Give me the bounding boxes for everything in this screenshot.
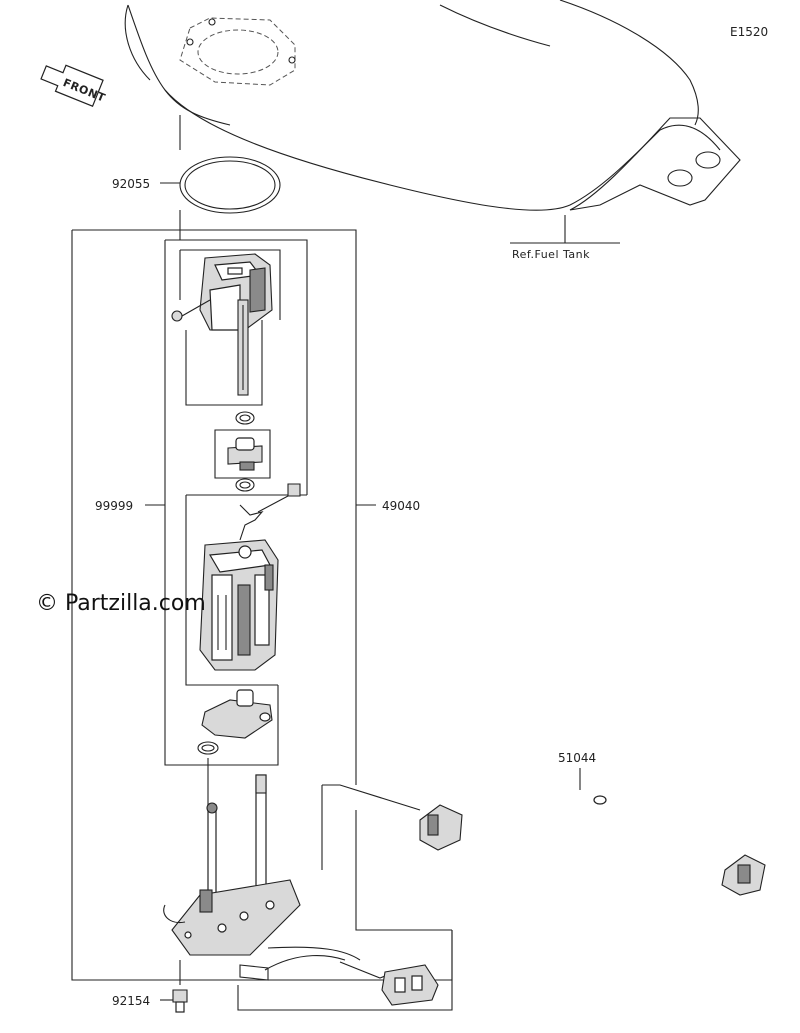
callout-49040: 49040 <box>382 499 420 513</box>
bolt-icon <box>257 483 301 513</box>
reference-label: Ref.Fuel Tank <box>512 248 590 261</box>
fuel-pump-module <box>199 539 279 671</box>
bolt-92154-icon <box>172 989 188 1013</box>
callout-99999: 99999 <box>95 499 133 513</box>
pump-filter-base <box>201 689 273 739</box>
pump-mounting-plate <box>163 774 361 981</box>
o-ring-small-mid <box>235 478 255 492</box>
screw-icon <box>171 299 211 322</box>
bracket-99999 <box>164 239 308 766</box>
fuel-tank-reference <box>124 0 741 244</box>
front-arrow-icon: FRONT <box>40 64 107 107</box>
fuel-level-sender <box>199 253 273 396</box>
o-ring-small-upper <box>235 411 255 425</box>
callout-92055: 92055 <box>112 177 150 191</box>
pressure-regulator <box>227 437 263 471</box>
diagram-code: E1520 <box>730 25 768 39</box>
o-ring-92055 <box>179 156 281 214</box>
watermark: © Partzilla.com <box>36 591 206 616</box>
pump-wire-connector <box>339 961 439 1006</box>
callout-92154: 92154 <box>112 994 150 1008</box>
o-ring-small-lower <box>197 741 219 755</box>
callout-51044: 51044 <box>558 751 596 765</box>
fuel-hose-51044 <box>419 785 766 896</box>
